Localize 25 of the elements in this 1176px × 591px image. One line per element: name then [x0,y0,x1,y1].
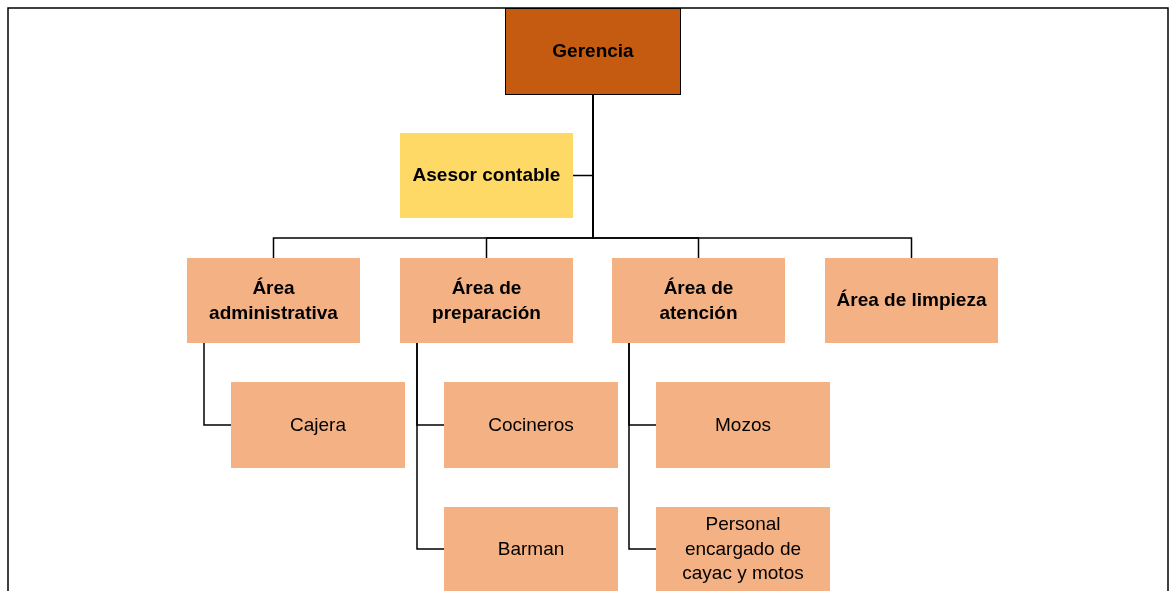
org-box [187,258,360,343]
box-label: Área de atención [658,275,739,325]
box-label: Personal encargado de cayac y motos [681,511,805,586]
box-label: Mozos [715,412,771,437]
org-box [444,507,618,591]
org-box [612,258,785,343]
org-box [444,382,618,468]
org-box [231,382,405,468]
box-label: Cocineros [488,412,574,437]
box-label: Barman [497,536,565,561]
org-box [400,133,573,218]
org-box [505,8,681,95]
org-box [400,258,573,343]
connector-line [628,342,657,550]
box-label: Área administrativa [208,275,339,325]
box-label: Área de preparación [431,275,542,325]
box-label: Asesor contable [412,163,561,188]
connector-line [203,342,232,426]
connector-line [416,342,445,550]
box-label: Área de limpieza [836,288,987,313]
org-box [656,382,830,468]
org-box [825,258,998,343]
org-box [656,507,830,591]
box-label: Gerencia [552,39,634,64]
box-label: Cajera [290,412,346,437]
